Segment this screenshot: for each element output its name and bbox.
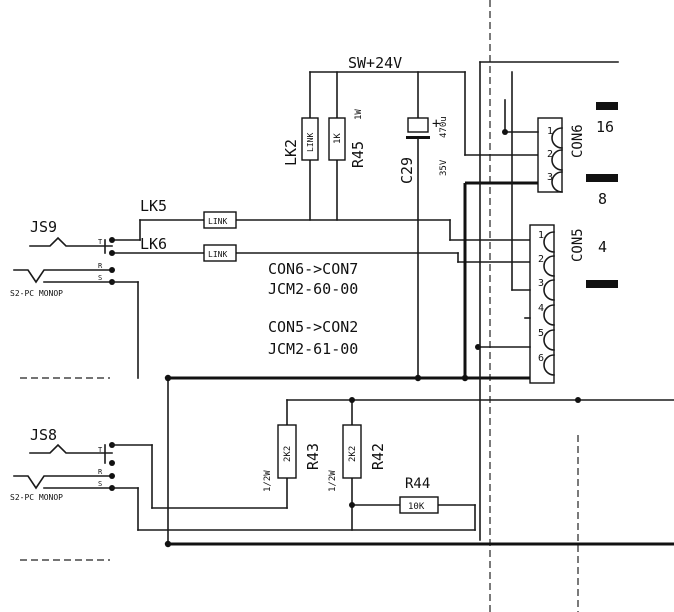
board-boundary-lines	[20, 0, 579, 612]
r44-ref: R44	[405, 476, 430, 492]
c29-voltage: 35V	[439, 159, 449, 176]
r42-value: 2K2	[348, 446, 358, 462]
r45-resistor: 1K	[328, 117, 346, 161]
note-line-3: CON5->CON2	[268, 318, 358, 336]
js8-pin-t: T	[98, 446, 103, 454]
r45-ref: R45	[349, 141, 367, 168]
edge-label-a: 16	[596, 118, 614, 136]
r44-value: 10K	[408, 502, 425, 512]
r42-ref: R42	[369, 443, 387, 470]
js8-jack	[13, 442, 153, 531]
ground-bus	[164, 181, 674, 548]
note-line-1: CON6->CON7	[268, 260, 358, 278]
con5-ref: CON5	[570, 228, 586, 262]
c29-ref: C29	[398, 157, 416, 184]
lk6-link: LINK	[203, 244, 237, 262]
edge-label-c: 4	[598, 238, 607, 256]
r42-resistor: 2K2	[342, 424, 362, 479]
con6-connector	[502, 99, 563, 193]
supply-label: SW+24V	[348, 54, 402, 72]
lk2-body-text: LINK	[306, 133, 315, 152]
r44-resistor: 10K	[399, 496, 439, 514]
js9-pin-s: S	[98, 274, 102, 282]
lk5-body-text: LINK	[208, 217, 227, 226]
con6-pin-2: 2	[547, 149, 553, 160]
edge-label-b: 8	[598, 190, 607, 208]
con5-pin-2: 2	[538, 254, 544, 265]
lk6-body-text: LINK	[208, 250, 227, 259]
js9-pin-t: T	[98, 238, 103, 246]
js9-pin-r: R	[98, 262, 103, 270]
js8-pin-r: R	[98, 468, 103, 476]
r43-value: 2K2	[283, 446, 293, 462]
con6-ref: CON6	[570, 124, 586, 158]
con6-pin-3: 3	[547, 172, 553, 183]
js8-ref: JS8	[30, 426, 57, 444]
c29-value: 470u	[439, 116, 449, 138]
con5-connector	[475, 71, 555, 384]
lk5-ref: LK5	[140, 197, 167, 215]
r43-resistor: 2K2	[277, 424, 297, 479]
con5-pin-5: 5	[538, 328, 544, 339]
con5-pin-4: 4	[538, 303, 544, 314]
js8-pin-s: S	[98, 480, 102, 488]
note-line-4: JCM2-61-00	[268, 340, 358, 358]
r43-rating: 1/2W	[263, 470, 273, 492]
lk2-link: LINK	[301, 117, 319, 161]
input-signal-wiring	[111, 219, 539, 263]
js9-type: S2-PC MONOP	[10, 289, 63, 298]
c29-polarity: +	[432, 116, 440, 132]
lk2-ref: LK2	[282, 139, 300, 166]
js9-jack	[13, 236, 139, 379]
con5-pin-3: 3	[538, 278, 544, 289]
r45-rating: 1W	[354, 109, 364, 120]
con6-pin-1: 1	[547, 126, 553, 137]
con5-pin-1: 1	[538, 230, 544, 241]
adjoining-board-outline	[479, 61, 619, 541]
js8-type: S2-PC MONOP	[10, 493, 63, 502]
lk6-ref: LK6	[140, 235, 167, 253]
lk5-link: LINK	[203, 211, 237, 229]
r42-rating: 1/2W	[328, 470, 338, 492]
con5-pin-6: 6	[538, 353, 544, 364]
js9-ref: JS9	[30, 218, 57, 236]
resistor-network-wiring	[137, 397, 674, 531]
r45-value: 1K	[333, 133, 343, 144]
note-line-2: JCM2-60-00	[268, 280, 358, 298]
r43-ref: R43	[304, 443, 322, 470]
c29-capacitor	[406, 117, 430, 379]
